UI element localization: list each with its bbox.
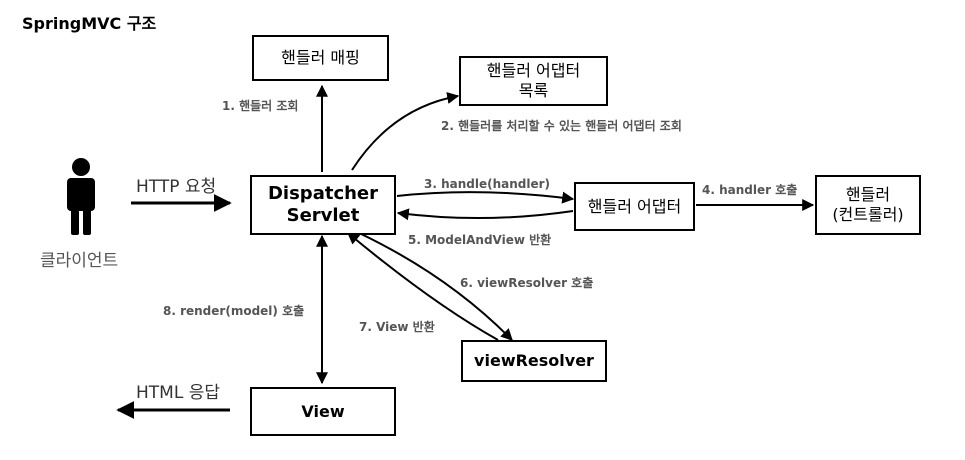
client-label: 클라이언트 xyxy=(40,251,119,271)
handler-adapter-list-label-2: 목록 xyxy=(518,81,549,100)
dispatcher-servlet-label-2: Servlet xyxy=(286,205,360,226)
step3-label: 3. handle(handler) xyxy=(424,177,551,191)
step1-label: 1. 핸들러 조회 xyxy=(222,99,299,113)
handler-mapping-box: 핸들러 매핑 xyxy=(252,35,389,81)
view-box: View xyxy=(250,387,396,436)
handler-mapping-label: 핸들러 매핑 xyxy=(281,48,360,67)
handler-adapter-label: 핸들러 어댑터 xyxy=(587,196,682,216)
arrow-step7 xyxy=(347,232,499,341)
handler-adapter-box: 핸들러 어댑터 xyxy=(574,182,695,231)
dispatcher-servlet-box: Dispatcher Servlet xyxy=(250,175,396,235)
http-request-label: HTTP 요청 xyxy=(136,177,217,197)
step8-label: 8. render(model) 호출 xyxy=(163,304,305,318)
html-response-label: HTML 응답 xyxy=(136,383,220,403)
handler-label-2: (컨트롤러) xyxy=(832,205,904,224)
arrow-step3 xyxy=(396,191,575,204)
view-resolver-box: viewResolver xyxy=(461,340,607,382)
handler-controller-box: 핸들러 (컨트롤러) xyxy=(815,175,921,235)
client-person-icon xyxy=(67,158,95,235)
arrow-step5 xyxy=(396,208,574,221)
view-label: View xyxy=(301,401,345,421)
handler-adapter-list-box: 핸들러 어댑터 목록 xyxy=(459,56,608,106)
dispatcher-servlet-label-1: Dispatcher xyxy=(267,182,379,204)
step4-label: 4. handler 호출 xyxy=(702,183,798,197)
view-resolver-label: viewResolver xyxy=(474,351,594,370)
handler-adapter-list-label-1: 핸들러 어댑터 xyxy=(486,61,581,80)
step6-label: 6. viewResolver 호출 xyxy=(460,276,594,290)
handler-label-1: 핸들러 xyxy=(845,185,891,204)
diagram-title: SpringMVC 구조 xyxy=(22,14,157,33)
arrow-step6 xyxy=(356,231,513,341)
step2-label: 2. 핸들러를 처리할 수 있는 핸들러 어댑터 조회 xyxy=(441,119,682,133)
step7-label: 7. View 반환 xyxy=(359,320,435,334)
step5-label: 5. ModelAndView 반환 xyxy=(408,233,552,247)
arrow-step2 xyxy=(351,92,460,171)
